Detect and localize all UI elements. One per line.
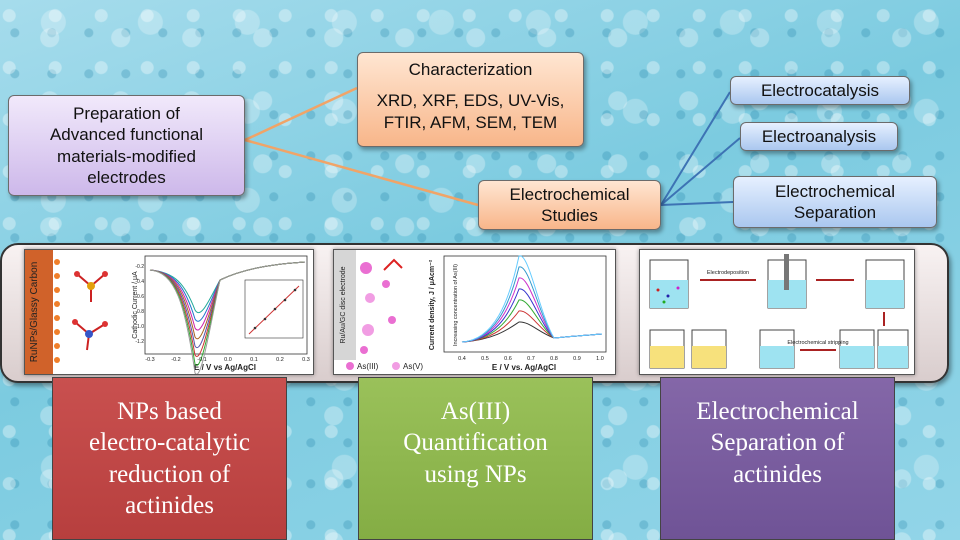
- prep-line-3: materials-modified: [57, 146, 196, 166]
- panel3-svg: Electrodeposition Electrochemical stripp…: [649, 254, 909, 369]
- panel1-inset-points: [253, 288, 297, 330]
- panel1-ytick: -0.6: [135, 294, 144, 300]
- electroanalysis-label: Electroanalysis: [761, 126, 877, 146]
- panel2-xtick: 0.6: [504, 356, 512, 362]
- b1-line-3: reduction of: [108, 460, 231, 488]
- panel1-electrode-label: RuNPs/Glassy Carbon: [29, 262, 40, 363]
- separation-line-2: Separation: [793, 203, 877, 222]
- prep-line-4: electrodes: [87, 167, 166, 187]
- panel1-xtick: -0.3: [145, 357, 154, 363]
- panel2-xtick: 0.4: [458, 356, 466, 362]
- panel1-ytick: -1.2: [135, 339, 144, 345]
- legend-as3: As(III): [357, 362, 379, 371]
- panel2-xticks: 0.4 0.5 0.6 0.7 0.8 0.9 1.0: [458, 356, 604, 362]
- panel2-ylabel: Current density, J / μAcm⁻²: [429, 259, 436, 350]
- panel2-xtick: 1.0: [596, 356, 604, 362]
- panel1-inset-fit-line: [248, 285, 300, 335]
- characterization-methods-2: FTIR, AFM, SEM, TEM: [383, 113, 558, 133]
- disc-electrode: [334, 250, 356, 360]
- bottom-box-actinide-separation: Electrochemical Separation of actinides: [660, 377, 895, 540]
- panel1-xlabel: E / V vs Ag/AgCl: [194, 363, 256, 372]
- beaker-1: [649, 259, 689, 309]
- panel2-xlabel: E / V vs. Ag/AgCl: [492, 363, 556, 372]
- panel1-xtick: -0.2: [171, 357, 180, 363]
- prep-line-2: Advanced functional: [49, 125, 204, 145]
- panel1-yticks: -0.2 -0.4 -0.6 -0.8 -1.0 -1.2: [135, 264, 144, 345]
- bottom-box-arsenic-quantification: As(III) Quantification using NPs: [358, 377, 593, 540]
- panel1-cv-curves: [149, 261, 306, 374]
- panel2-dpv-curves: [461, 255, 603, 343]
- dpv-curve: [461, 255, 603, 343]
- characterization-title: Characterization: [408, 60, 533, 79]
- beaker-2: [767, 254, 807, 309]
- connector-studies-esep: [660, 201, 734, 206]
- step-stripping: Electrochemical stripping: [787, 340, 848, 346]
- panel1-ytick: -0.4: [135, 279, 144, 285]
- panel1-ylabel: Cathodic Current / μA: [132, 271, 139, 339]
- panel1-ytick: -1.0: [135, 324, 144, 330]
- panel1-xticks: -0.3 -0.2 -0.1 0.0 0.1 0.2 0.3: [145, 357, 310, 363]
- electrode-strip: [25, 250, 53, 374]
- panel2-xtick: 0.8: [550, 356, 558, 362]
- b2-line-2: Quantification: [403, 429, 548, 457]
- prep-line-1: Preparation of: [73, 104, 180, 123]
- connector-prep-char: [244, 86, 358, 142]
- characterization-methods-1: XRD, XRF, EDS, UV-Vis,: [376, 91, 565, 111]
- studies-line-1: Electrochemical: [509, 184, 630, 204]
- panel1-xtick: -0.1: [197, 357, 206, 363]
- b2-line-1: As(III): [440, 398, 511, 425]
- electroanalysis-box: Electroanalysis: [740, 122, 898, 151]
- legend-as5-marker: [392, 362, 400, 370]
- cv-curve: [149, 261, 306, 374]
- panel1-xtick: 0.1: [250, 357, 258, 363]
- step-electrodeposition: Electrodeposition: [707, 270, 749, 276]
- panel1-xtick: 0.3: [302, 357, 310, 363]
- panel-electrocatalysis-figure: RuNPs/Glassy Carbon Cathodic Current / μ…: [24, 249, 314, 375]
- reaction-arrow: [383, 258, 403, 271]
- panel2-xtick: 0.5: [481, 356, 489, 362]
- nanoparticle-dots: [54, 259, 60, 363]
- connector-studies-ecat: [660, 91, 731, 206]
- b1-line-4: actinides: [125, 491, 214, 519]
- b3-line-2: Separation of: [710, 429, 845, 457]
- panel1-xtick: 0.0: [224, 357, 232, 363]
- panel-arsenic-figure: Ru/Au/GC disc electrode As(III) As(V) Cu…: [333, 249, 616, 375]
- connector-prep-studies: [244, 138, 479, 207]
- b3-line-3: actinides: [733, 460, 822, 488]
- molecule-cluster: [72, 271, 108, 351]
- b2-line-3: using NPs: [424, 460, 527, 488]
- arsenic-particles: [360, 262, 396, 354]
- panel2-arrow-label: Increasing concentration of As(III): [453, 264, 459, 346]
- studies-line-2: Studies: [541, 206, 598, 225]
- connector-studies-eana: [660, 137, 741, 206]
- b3-line-1: Electrochemical: [696, 398, 859, 425]
- electrocatalysis-label: Electrocatalysis: [760, 80, 880, 100]
- panel-separation-scheme: Electrodeposition Electrochemical stripp…: [639, 249, 915, 375]
- panel1-xtick: 0.2: [276, 357, 284, 363]
- legend-as3-marker: [346, 362, 354, 370]
- bottom-box-catalytic-reduction: NPs based electro-catalytic reduction of…: [52, 377, 287, 540]
- panel1-ytick: -0.2: [135, 264, 144, 270]
- electrocatalysis-box: Electrocatalysis: [730, 76, 910, 105]
- characterization-box: Characterization XRD, XRF, EDS, UV-Vis, …: [357, 52, 584, 147]
- legend-as5: As(V): [403, 362, 423, 371]
- panel2-xtick: 0.7: [527, 356, 535, 362]
- electrochemical-studies-box: Electrochemical Studies: [478, 180, 661, 230]
- electrochemical-separation-box: Electrochemical Separation: [733, 176, 937, 228]
- panel1-ytick: -0.8: [135, 309, 144, 315]
- panel2-svg: Ru/Au/GC disc electrode As(III) As(V) Cu…: [334, 250, 607, 372]
- panel1-svg: RuNPs/Glassy Carbon Cathodic Current / μ…: [25, 250, 310, 374]
- b1-line-1: NPs based: [117, 398, 222, 425]
- panel2-xtick: 0.9: [573, 356, 581, 362]
- beaker-3: [865, 259, 905, 309]
- beaker-row-bottom: [649, 329, 909, 369]
- preparation-box: Preparation of Advanced functional mater…: [8, 95, 245, 196]
- panel2-electrode-label: Ru/Au/GC disc electrode: [340, 266, 347, 343]
- b1-line-2: electro-catalytic: [89, 429, 250, 457]
- separation-line-1: Electrochemical: [775, 181, 895, 201]
